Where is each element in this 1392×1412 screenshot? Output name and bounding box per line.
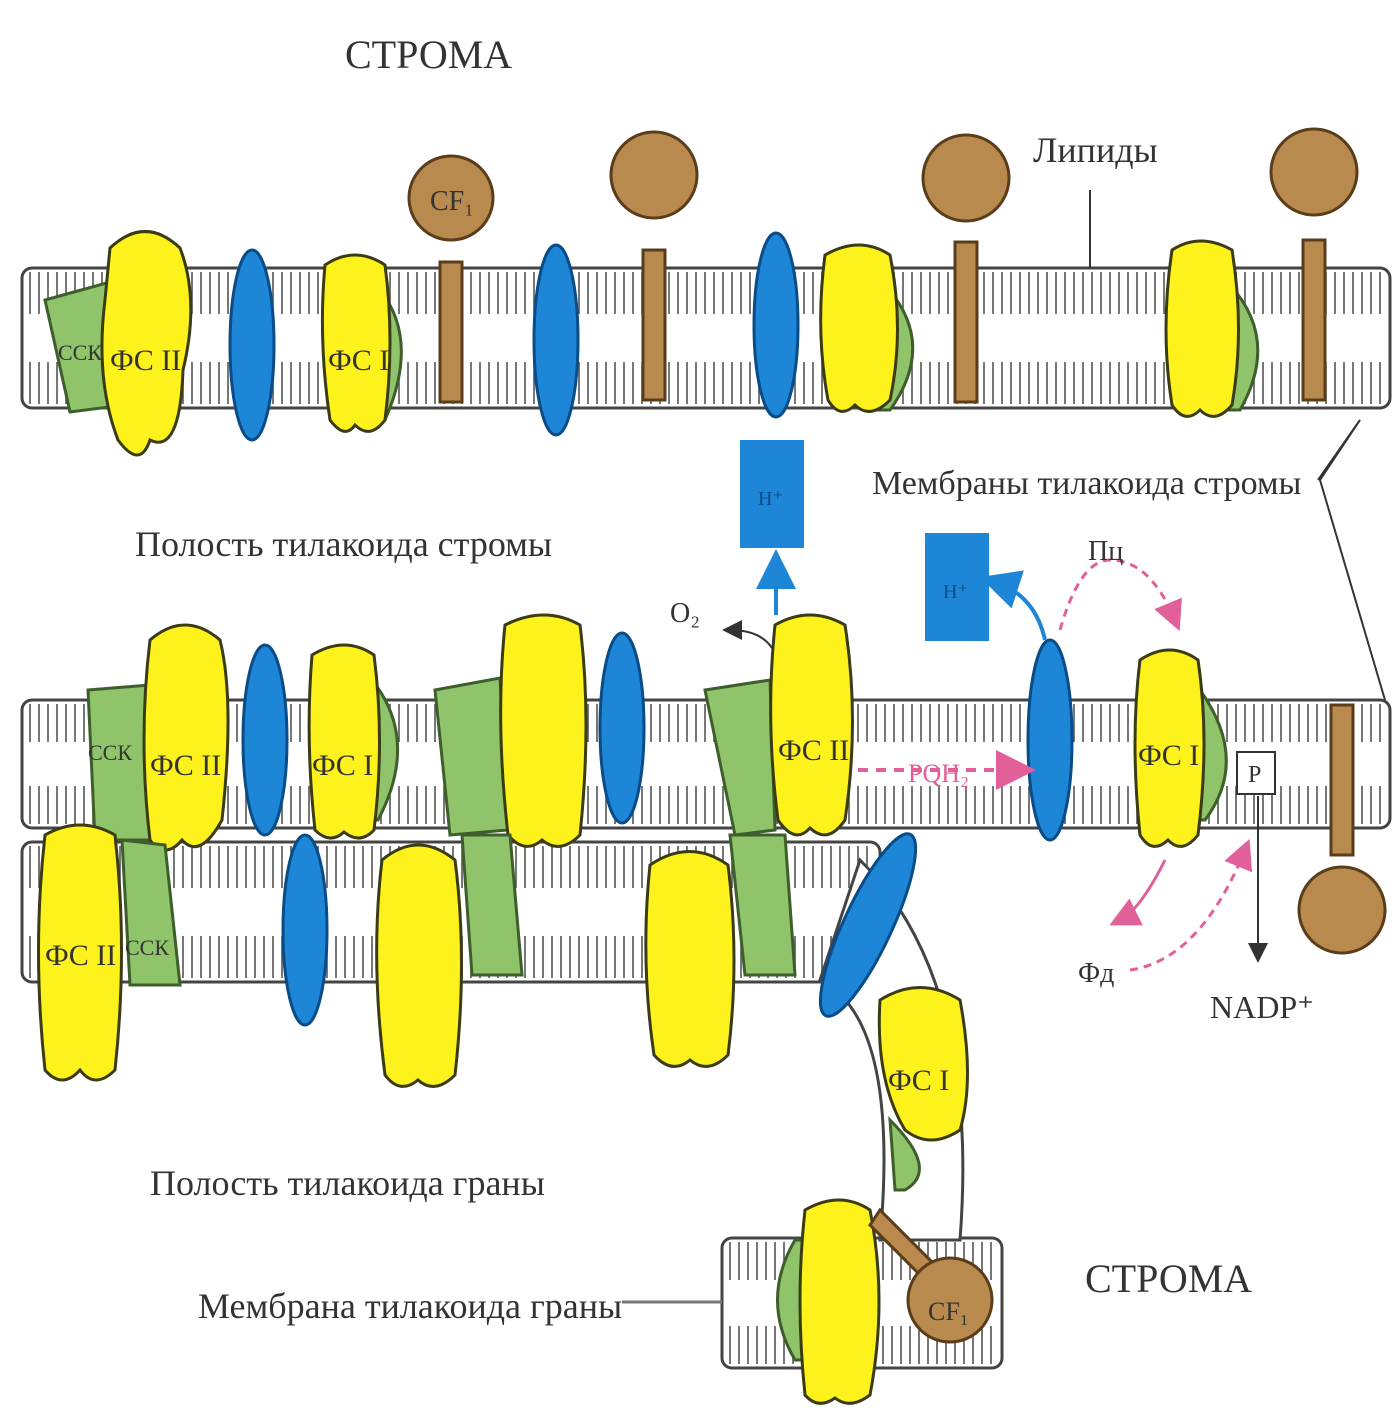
svg-text:ФС II: ФС II bbox=[150, 749, 221, 782]
lipids-label: Липиды bbox=[1033, 130, 1158, 170]
ps2-complex: ФС II bbox=[102, 232, 191, 456]
svg-text:ФС I: ФС I bbox=[888, 1064, 949, 1097]
stroma-thylakoid-membranes-label: Мембраны тилакоида стромы bbox=[872, 465, 1302, 502]
h-plus-box: H⁺ bbox=[740, 440, 804, 548]
nadp-label: NADP⁺ bbox=[1210, 989, 1314, 1025]
svg-text:H⁺: H⁺ bbox=[758, 488, 783, 510]
stroma-label-bottom: СТРОМА bbox=[1085, 1256, 1252, 1301]
grana-thylakoid-lumen-label: Полость тилакоида граны bbox=[150, 1163, 545, 1203]
membranes-pointer bbox=[1318, 420, 1385, 700]
ps2-complex bbox=[377, 845, 462, 1086]
stroma-thylakoid-lumen-label: Полость тилакоида стромы bbox=[135, 524, 552, 564]
cytochrome-complex bbox=[754, 233, 798, 417]
fd-arrow bbox=[1120, 860, 1165, 920]
svg-text:ФС I: ФС I bbox=[312, 749, 373, 782]
cytochrome-complex bbox=[600, 633, 644, 823]
svg-text:ФС II: ФС II bbox=[110, 344, 181, 377]
pc-label: Пц bbox=[1088, 536, 1123, 567]
fd-return-arrow bbox=[1130, 850, 1245, 970]
h-plus-arrow bbox=[995, 582, 1045, 640]
svg-text:ФС I: ФС I bbox=[328, 344, 389, 377]
ps2-complex bbox=[501, 615, 586, 846]
ps2-complex: ФС II bbox=[771, 615, 853, 835]
svg-text:ФС II: ФС II bbox=[45, 939, 116, 972]
cytochrome-complex bbox=[534, 245, 578, 435]
ps2-complex: ФС II bbox=[144, 625, 228, 850]
cytochrome-complex bbox=[230, 250, 274, 440]
stroma-label-top: СТРОМА bbox=[345, 32, 512, 77]
o2-arrow bbox=[730, 630, 772, 648]
svg-text:P: P bbox=[1248, 762, 1261, 788]
ps1-complex: ФС I bbox=[309, 645, 397, 838]
svg-text:H⁺: H⁺ bbox=[943, 581, 968, 603]
svg-text:ФС II: ФС II bbox=[778, 734, 849, 767]
ps1-complex bbox=[778, 1200, 880, 1403]
svg-text:ФС I: ФС I bbox=[1138, 739, 1199, 772]
cytochrome-complex bbox=[1028, 640, 1072, 840]
ps2-complex: ФС II bbox=[39, 825, 122, 1080]
ps2-complex bbox=[646, 852, 734, 1067]
fd-label: Фд bbox=[1078, 958, 1114, 989]
cytochrome-complex bbox=[283, 835, 327, 1025]
svg-text:CF₁: CF₁ bbox=[430, 186, 474, 217]
pqh2-label: PQH₂ bbox=[908, 759, 969, 788]
p-box: P bbox=[1237, 752, 1275, 794]
svg-text:ССК: ССК bbox=[58, 340, 102, 365]
cytochrome-complex bbox=[243, 645, 287, 835]
lhc-complex bbox=[462, 835, 522, 975]
pc-arrow bbox=[1060, 560, 1175, 630]
svg-text:ССК: ССК bbox=[88, 740, 132, 765]
svg-text:CF₁: CF₁ bbox=[928, 1297, 969, 1326]
grana-thylakoid-membrane-label: Мембрана тилакоида граны bbox=[198, 1286, 622, 1326]
o2-label: O₂ bbox=[670, 598, 700, 629]
h-plus-box: H⁺ bbox=[925, 533, 989, 641]
svg-text:ССК: ССК bbox=[125, 935, 169, 960]
